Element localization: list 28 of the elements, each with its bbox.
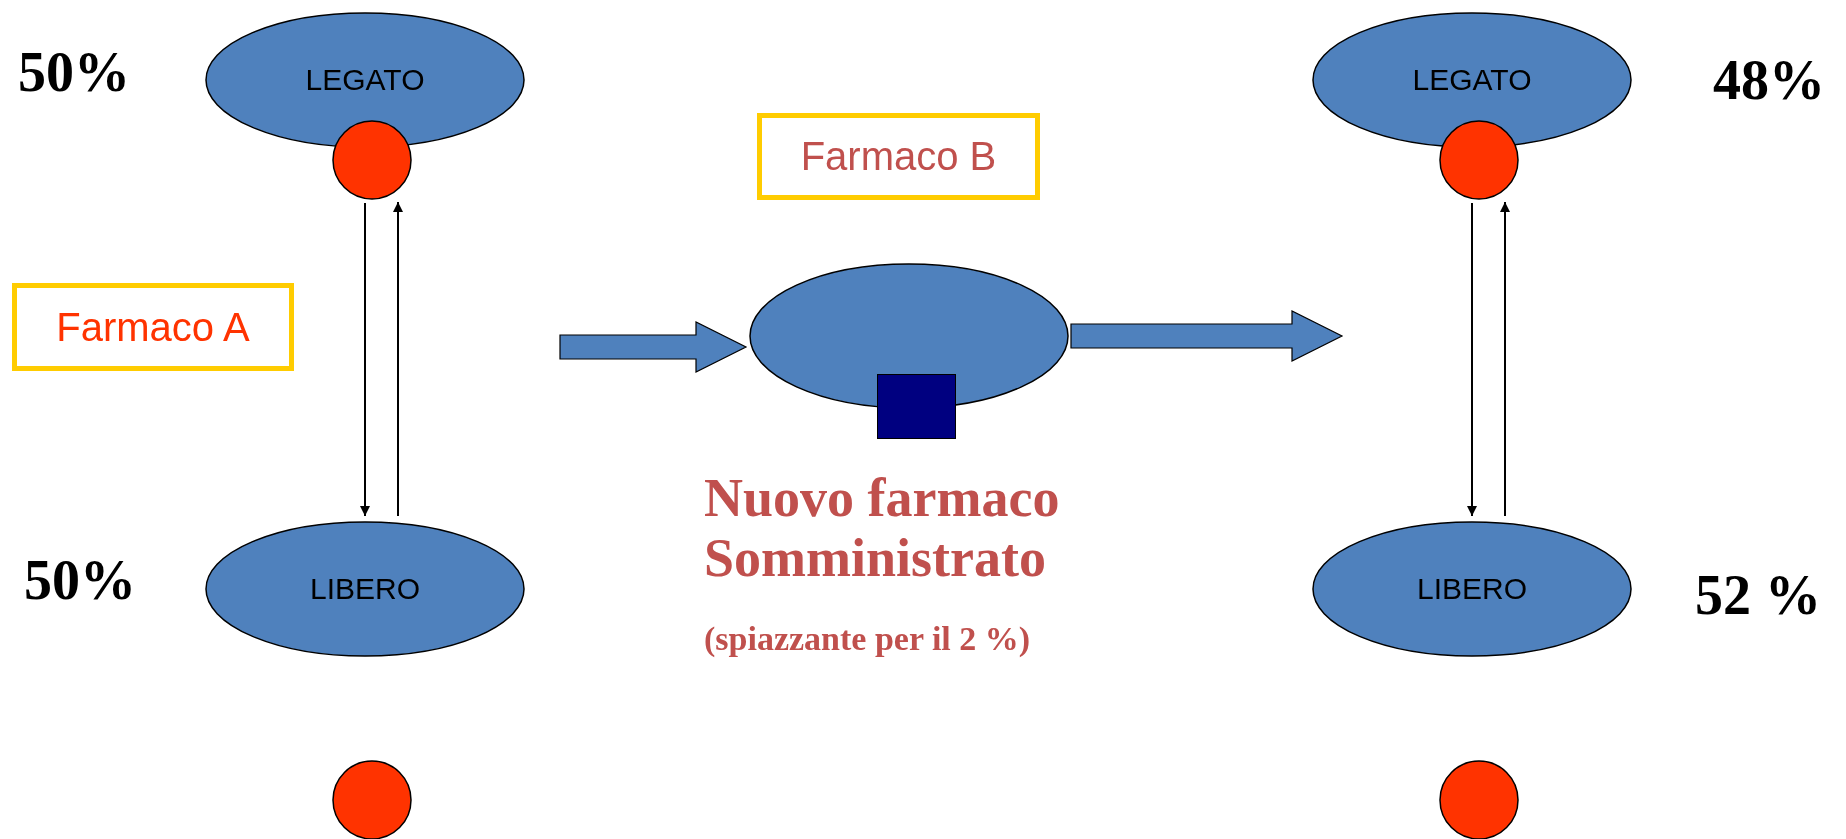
note-text: (spiazzante per il 2 %) [704, 620, 1032, 659]
block-arrow [559, 321, 748, 373]
ellipse-node [1312, 12, 1632, 148]
state-label: LIBERO [1416, 572, 1527, 606]
percentage-label: 52 % [1695, 563, 1821, 627]
drug-circle [332, 120, 412, 200]
arrow [360, 202, 370, 517]
drug-circle [1439, 120, 1519, 200]
percentage-label: 50% [24, 548, 136, 612]
ellipse-node [205, 12, 525, 148]
caption-text: Nuovo farmaco Somministrato [704, 468, 1061, 589]
block-arrow [1070, 310, 1344, 362]
ellipse-node [205, 521, 525, 657]
ellipse-node [749, 263, 1069, 409]
percentage-label: 48% [1713, 48, 1825, 112]
state-label: LEGATO [1412, 63, 1532, 97]
drug-label-box [757, 113, 1040, 200]
percentage-label: 50% [18, 40, 130, 104]
state-label: LEGATO [305, 63, 425, 97]
arrow [1467, 202, 1477, 517]
arrow [393, 201, 403, 517]
drug-square [877, 374, 956, 439]
state-label: LIBERO [309, 572, 420, 606]
drug-name: Farmaco B [800, 134, 997, 179]
drug-label-box [12, 283, 294, 371]
drug-name: Farmaco A [56, 304, 250, 350]
arrow [1500, 201, 1510, 517]
ellipse-node [1312, 521, 1632, 657]
